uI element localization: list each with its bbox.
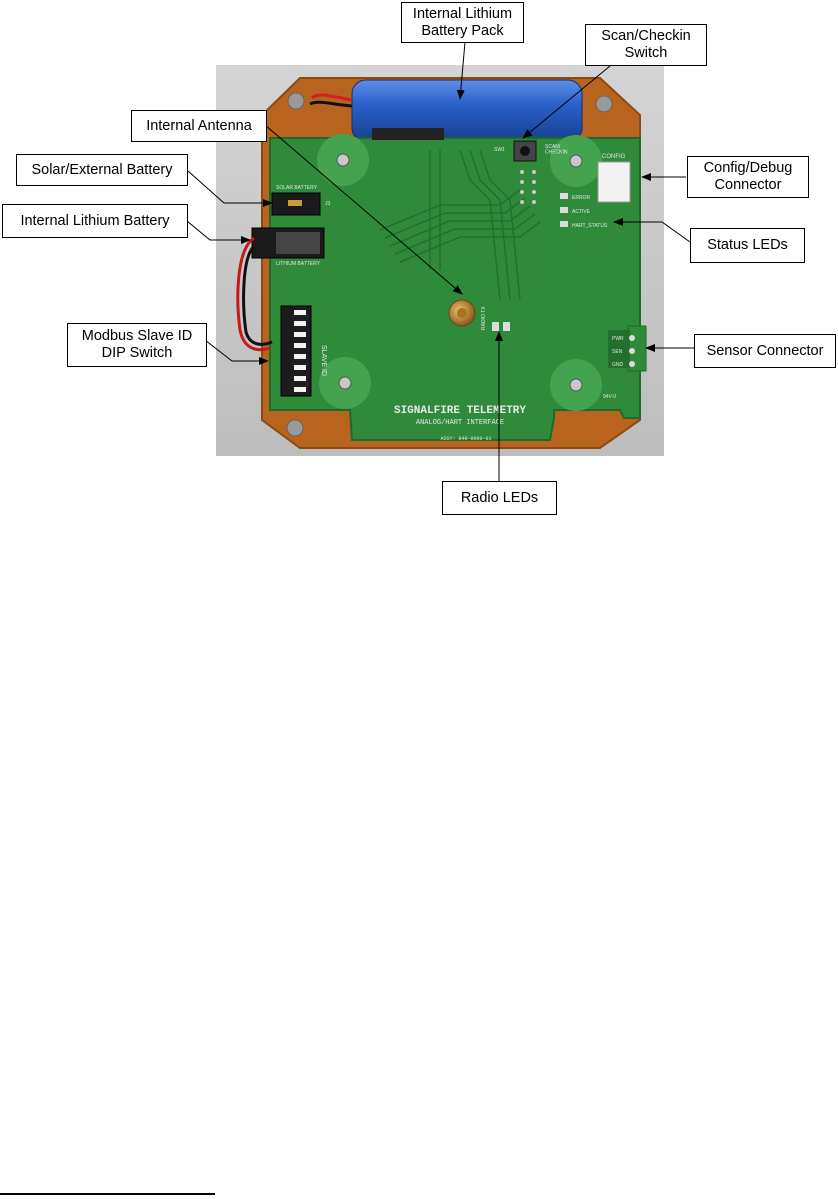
callout-modbus-dip: Modbus Slave ID DIP Switch [67, 323, 207, 367]
internal-battery-wire-black [242, 244, 273, 346]
leader-status-leds [613, 218, 691, 243]
scan-switch-button [520, 146, 530, 156]
mount-screw-bottom-right [569, 378, 583, 392]
board-sw1-label: SW1 [494, 147, 505, 153]
callout-solar-battery: Solar/External Battery [16, 154, 188, 186]
callout-antenna: Internal Antenna [131, 110, 267, 142]
board-led-hart-label: HART_STATUS [572, 223, 608, 229]
callout-internal-battery: Internal Lithium Battery [2, 204, 188, 238]
test-point-grid [520, 170, 536, 204]
board-assy-label: ASSY: 840-0090-01 [440, 436, 491, 442]
board-led-error-label: ERROR [572, 195, 590, 201]
standoff-top-right [595, 95, 613, 113]
callout-config-connector: Config/Debug Connector [687, 156, 809, 198]
callout-status-leds: Status LEDs [690, 228, 805, 263]
led-active [560, 207, 568, 213]
pcb-traces [379, 149, 541, 301]
board-silkscreen-subtitle: ANALOG/HART INTERFACE [416, 419, 504, 427]
board-hart-sen: SEN [612, 349, 623, 355]
leader-scan-switch [522, 65, 611, 139]
mount-screw-top-left [336, 153, 350, 167]
standoff-top-left [287, 92, 305, 110]
config-debug-connector [597, 161, 631, 203]
board-j3-label: J3 [325, 201, 331, 207]
board-photo: SW1 SCAN/CHECKIN CONFIG ERROR ACTIVE HAR… [216, 65, 664, 456]
standoff-bottom-left [286, 419, 304, 437]
callout-sensor-connector: Sensor Connector [694, 334, 836, 368]
battery-wire-black [309, 100, 353, 108]
callout-scan-switch: Scan/Checkin Switch [585, 24, 707, 66]
footnote-separator [0, 1193, 215, 1195]
mount-screw-bottom-left [338, 376, 352, 390]
internal-battery-wire-red [236, 236, 271, 352]
board-config-label: CONFIG [602, 154, 626, 160]
board-led-active-label: ACTIVE [572, 209, 591, 215]
mount-screw-top-right [569, 154, 583, 168]
board-hart-gnd: GND [612, 362, 624, 368]
internal-connector-body [276, 232, 320, 254]
leader-modbus-dip [204, 339, 269, 365]
leader-internal-battery [186, 220, 251, 244]
sensor-terminal-block [608, 330, 630, 368]
board-lithium-label: LITHIUM BATTERY [276, 261, 321, 267]
internal-battery-connector [251, 227, 325, 259]
leader-solar-battery [187, 170, 273, 207]
internal-antenna-center [457, 308, 467, 318]
radio-led-2 [503, 322, 510, 331]
board-slave-id-label: SLAVE ID [320, 345, 327, 376]
header-pin-strip [372, 128, 444, 140]
leader-battery-pack [456, 41, 466, 100]
board-rohs-label: 94V-0 [603, 394, 616, 400]
board-radio-label: RADIO TX [481, 306, 487, 330]
radio-led-1 [492, 322, 499, 331]
battery-wire-red [310, 93, 353, 102]
led-error [560, 193, 568, 199]
sensor-pin-pwr [629, 335, 635, 341]
led-hart-status [560, 221, 568, 227]
board-hart-pwr: PWR [612, 336, 624, 342]
board-solar-label: SOLAR BATTERY [276, 185, 318, 191]
solar-connector-pin [288, 200, 302, 206]
callout-radio-leds: Radio LEDs [442, 481, 557, 515]
dip-switch-levers [294, 310, 306, 392]
sensor-pin-sen [629, 348, 635, 354]
sensor-pin-gnd [629, 361, 635, 367]
leader-lines [186, 41, 694, 482]
leader-antenna [264, 124, 463, 295]
board-silkscreen-title: SIGNALFIRE TELEMETRY [394, 405, 526, 417]
callout-battery-pack: Internal Lithium Battery Pack [401, 2, 524, 43]
modbus-dip-switch [280, 305, 312, 397]
board-switch-label: SCAN/CHECKIN [545, 144, 568, 156]
